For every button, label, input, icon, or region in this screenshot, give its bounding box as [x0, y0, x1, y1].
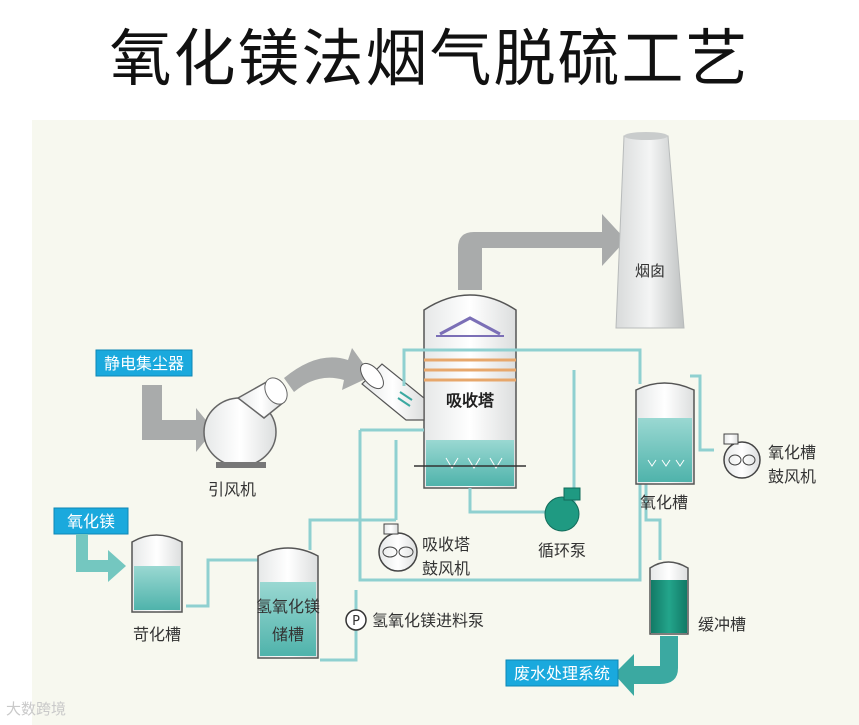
esp-label-box: 静电集尘器 — [95, 349, 193, 377]
induced-draft-fan: 引风机 — [203, 377, 288, 499]
esp-label: 静电集尘器 — [104, 354, 184, 373]
mgo-label: 氧化镁 — [67, 512, 115, 531]
storage-tank-label-1: 氢氧化镁 — [256, 597, 320, 616]
absorber-tower: 吸收塔 — [360, 294, 526, 489]
wastewater-flow: 废水处理系统 — [505, 636, 678, 696]
absorber-blower-label-2: 鼓风机 — [422, 559, 470, 578]
esp-to-fan-arrow — [142, 385, 214, 452]
oxidation-tank-label: 氧化槽 — [640, 493, 688, 512]
pipe-storage-to-blower — [308, 518, 396, 550]
oxidation-blower-label-2: 鼓风机 — [768, 467, 816, 486]
absorber-inlet-duct — [360, 362, 425, 421]
pipe-absorber-to-circulation-pump — [468, 488, 548, 514]
circulation-pump: 循环泵 — [538, 487, 586, 560]
storage-tank-label-2: 储槽 — [272, 625, 304, 644]
pipes — [186, 348, 714, 662]
pipe-oxidation-blower — [690, 374, 714, 452]
watermark: 大数跨境 — [6, 700, 67, 718]
wastewater-label: 废水处理系统 — [514, 664, 610, 683]
buffer-tank-label: 缓冲槽 — [698, 615, 746, 634]
chimney: 烟囱 — [615, 132, 685, 329]
pipe-slaking-to-storage — [186, 558, 260, 608]
feed-pump-symbol: P — [352, 614, 360, 629]
circulation-pump-label: 循环泵 — [538, 541, 586, 560]
feed-pump-icon — [345, 609, 367, 631]
oxidation-blower: 氧化槽 鼓风机 — [723, 433, 816, 486]
absorber-label: 吸收塔 — [446, 391, 495, 410]
diagram-title: 氧化镁法烟气脱硫工艺 — [109, 22, 750, 95]
mgo-arrow — [76, 534, 126, 582]
pipe-absorber-to-oxidation-bottom — [358, 430, 642, 582]
flue-gas-flow — [142, 214, 626, 452]
buffer-tank: 缓冲槽 — [649, 561, 746, 635]
absorber-blower-label-1: 吸收塔 — [422, 535, 470, 554]
pipe-absorber-top-to-oxidation — [402, 348, 642, 386]
absorber-blower: 吸收塔 鼓风机 — [378, 523, 470, 578]
pipe-oxidation-to-buffer — [644, 484, 662, 560]
fan-to-absorber-arrow — [284, 348, 372, 392]
fan-label: 引风机 — [208, 480, 256, 499]
storage-tank: 氢氧化镁 储槽 — [256, 547, 320, 659]
feed-pump-label: 氢氧化镁进料泵 — [372, 611, 484, 630]
absorber-to-chimney-arrow — [458, 214, 626, 290]
mgo-input: 氧化镁 — [53, 507, 129, 582]
slaking-tank-label: 苛化槽 — [133, 625, 181, 644]
chimney-label: 烟囱 — [635, 262, 665, 280]
oxidation-tank: 氧化槽 — [635, 382, 695, 512]
oxidation-blower-label-1: 氧化槽 — [768, 443, 816, 462]
feed-pump: P 氢氧化镁进料泵 — [345, 609, 484, 631]
slaking-tank: 苛化槽 — [131, 534, 183, 644]
